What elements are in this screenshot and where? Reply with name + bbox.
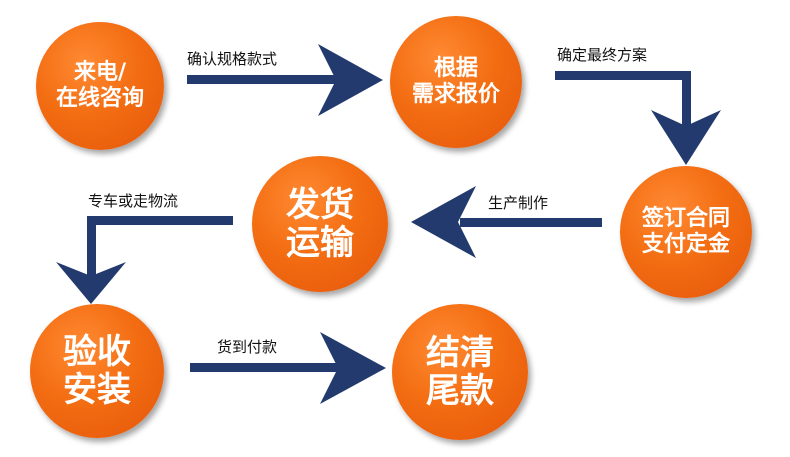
- arrow-contract-to-shipping: [411, 186, 602, 258]
- edge-label-delivery-method: 专车或走物流: [88, 192, 179, 210]
- edge-label-final-plan: 确定最终方案: [557, 46, 648, 64]
- step-shipping: 发货 运输: [252, 156, 388, 292]
- step-consultation-line-1: 来电/: [73, 60, 127, 86]
- step-quotation-line-2: 需求报价: [411, 82, 500, 107]
- arrow-shipping-to-inspection: [56, 216, 233, 304]
- step-final-payment: 结清 尾款: [392, 304, 528, 440]
- step-final-payment-line-1: 结清: [426, 332, 494, 373]
- edge-label-production: 生产制作: [488, 194, 549, 212]
- step-inspection-installation: 验收 安装: [30, 304, 164, 438]
- arrow-quote-to-contract: [555, 71, 721, 165]
- step-shipping-line-1: 发货: [286, 184, 354, 225]
- arrow-inspection-to-settle: [190, 332, 386, 404]
- step-consultation-line-2: 在线咨询: [55, 86, 144, 111]
- step-final-payment-line-2: 尾款: [426, 371, 494, 411]
- step-quotation-line-1: 根据: [433, 56, 478, 82]
- step-contract-deposit-line-1: 签订合同: [641, 206, 730, 232]
- edge-label-pay-on-delivery: 货到付款: [217, 338, 278, 356]
- edge-label-confirm-spec: 确认规格款式: [187, 50, 278, 68]
- step-contract-deposit-line-2: 支付定金: [641, 232, 730, 257]
- step-consultation: 来电/ 在线咨询: [36, 22, 164, 150]
- arrow-consult-to-quote: [187, 44, 383, 116]
- step-inspection-line-1: 验收: [63, 331, 131, 372]
- step-contract-deposit: 签订合同 支付定金: [620, 166, 752, 298]
- step-inspection-line-2: 安装: [63, 370, 131, 410]
- step-shipping-line-2: 运输: [286, 223, 354, 263]
- step-quotation: 根据 需求报价: [390, 16, 522, 148]
